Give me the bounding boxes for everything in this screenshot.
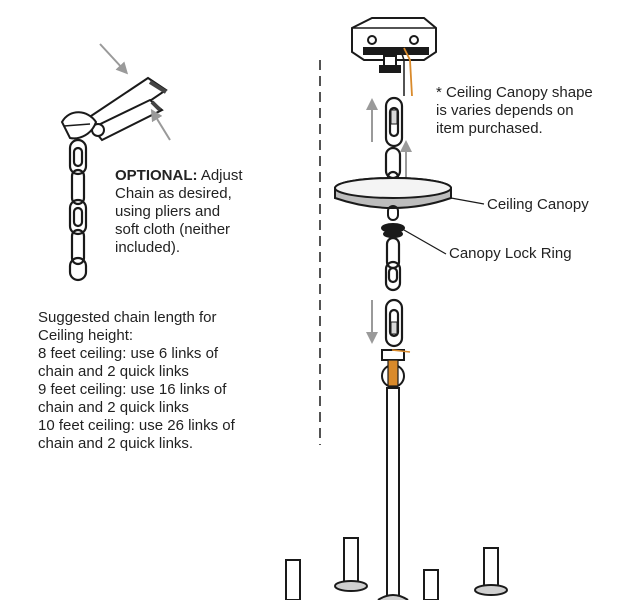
down-rod <box>386 387 400 600</box>
label-ceiling-canopy: Ceiling Canopy <box>487 196 589 213</box>
wire-black <box>399 47 405 96</box>
canopy-lock-ring-part <box>381 205 405 238</box>
optional-text-line-3: using pliers and <box>115 203 221 220</box>
chain-left <box>68 138 88 282</box>
optional-adjust-note: OPTIONAL: Adjust Chain as desired, using… <box>115 167 243 257</box>
pliers-illustration <box>60 76 168 142</box>
squeeze-arrow-top <box>99 43 129 75</box>
chain-note-line: Suggested chain length for <box>38 309 217 326</box>
canopy-note-line: is varies depends on <box>436 102 574 119</box>
optional-text-line-2: Chain as desired, <box>115 185 232 202</box>
chain-note-line: 8 feet ceiling: use 6 links of <box>38 345 219 362</box>
wire-orange <box>403 47 413 97</box>
fixture-loop <box>381 349 411 388</box>
quick-link-upper <box>384 96 404 148</box>
canopy-note-line: * Ceiling Canopy shape <box>436 84 593 101</box>
chain-note-line: chain and 2 quick links <box>38 363 189 380</box>
canopy-note-line: item purchased. <box>436 120 543 137</box>
fixture-candles <box>285 537 508 600</box>
optional-text-line-1: Adjust <box>197 167 243 184</box>
quick-link-lower <box>384 298 404 348</box>
label-canopy-lock-ring: Canopy Lock Ring <box>449 245 572 262</box>
optional-label: OPTIONAL: <box>115 167 198 184</box>
chain-note-line: 9 feet ceiling: use 16 links of <box>38 381 227 398</box>
chain-note-line: 10 feet ceiling: use 26 links of <box>38 417 235 434</box>
optional-text-line-4: soft cloth (neither <box>115 221 231 238</box>
suggested-chain-length-note: Suggested chain length for Ceiling heigh… <box>38 309 235 453</box>
canopy-shape-note: * Ceiling Canopy shape is varies depends… <box>436 84 593 138</box>
optional-text-line-5: included). <box>115 239 181 256</box>
chain-note-line: chain and 2 quick links. <box>38 435 194 452</box>
ceiling-canopy <box>334 177 452 209</box>
chain-lower <box>384 236 402 292</box>
junction-box <box>351 17 437 73</box>
chain-note-line: Ceiling height: <box>38 327 134 344</box>
leader-ceiling-canopy <box>450 197 485 205</box>
leader-lock-ring <box>403 229 447 255</box>
squeeze-arrow-bottom <box>150 108 171 141</box>
chain-note-line: chain and 2 quick links <box>38 399 189 416</box>
